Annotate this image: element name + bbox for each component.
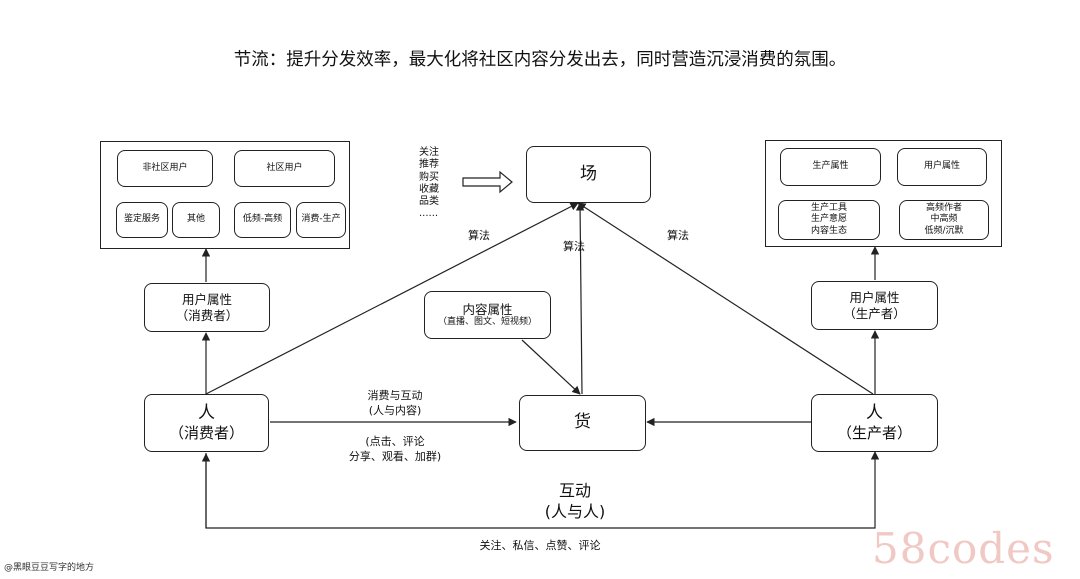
producer-role-label: （生产者） (836, 424, 912, 443)
low-silent-label: 低频/沉默 (924, 225, 964, 236)
low-high-frequency-node: 低频-高频 (234, 202, 291, 238)
chang-node: 场 (526, 146, 651, 203)
high-frequency-author-label: 高频作者 (925, 203, 962, 214)
appraisal-service-label: 鉴定服务 (123, 214, 160, 225)
content-attr-node: 内容属性 （直播、图文、短视频） (424, 291, 551, 339)
algo-label-right: 算法 (667, 229, 689, 242)
strategy-collect: 收藏 (419, 183, 439, 195)
content-attr-title: 内容属性 (462, 301, 513, 317)
production-details-node: 生产工具 生产意愿 内容生态 (778, 200, 880, 240)
content-attr-types: （直播、图文、短视频） (437, 317, 537, 328)
consumer-person-label: 人 (198, 403, 215, 423)
consume-actions-line2: 分享、观看、加群) (348, 450, 442, 463)
huo-label: 货 (574, 412, 591, 433)
consume-interact-sub-label: (人与内容) (368, 404, 422, 417)
producer-node: 人 （生产者） (811, 394, 938, 452)
consume-actions-line1: (点击、评论 (365, 435, 425, 448)
other-node: 其他 (172, 202, 220, 238)
strategy-more: ...... (419, 208, 439, 220)
algo-label-left: 算法 (468, 229, 490, 242)
user-details-node: 高频作者 中高频 低频/沉默 (899, 200, 989, 240)
consumer-role-label: （消费者） (168, 424, 244, 443)
page-title: 节流：提升分发效率，最大化将社区内容分发出去，同时营造沉浸消费的氛围。 (233, 50, 847, 70)
community-user-label: 社区用户 (266, 162, 303, 173)
interact-sub-label: (人与人) (544, 502, 606, 521)
user-attr-node: 用户属性 (897, 148, 987, 186)
social-actions-label: 关注、私信、点赞、评论 (479, 539, 601, 552)
producer-person-label: 人 (866, 403, 883, 423)
edge-huo-to-chang (575, 202, 585, 395)
mid-high-frequency-label: 中高频 (930, 214, 958, 225)
huo-node: 货 (519, 395, 646, 451)
watermark: 58codes (872, 524, 1055, 573)
production-will-label: 生产意愿 (810, 214, 847, 225)
user-attr-label: 用户属性 (923, 161, 960, 172)
algo-label-mid: 算法 (563, 240, 585, 253)
other-label: 其他 (186, 214, 205, 225)
consume-produce-label: 消费-生产 (301, 214, 341, 225)
interact-label: 互动 (558, 481, 591, 500)
non-community-user-node: 非社区用户 (117, 150, 213, 187)
production-attr-label: 生产属性 (812, 161, 849, 172)
community-user-node: 社区用户 (234, 150, 335, 187)
producer-attr-role: （生产者） (843, 305, 906, 321)
consumer-attr-role: （消费者） (175, 307, 239, 323)
strategy-list: 关注 推荐 购买 收藏 品类 ...... (419, 147, 457, 221)
edge-content-to-huo (521, 339, 581, 395)
consumer-attr-node: 用户属性 （消费者） (144, 283, 270, 332)
chang-label: 场 (580, 163, 597, 184)
consume-interact-label: 消费与互动 (367, 389, 423, 402)
credit-label: @黑眼豆豆写字的地方 (4, 563, 95, 573)
production-tool-label: 生产工具 (810, 203, 847, 214)
consumer-node: 人 （消费者） (144, 394, 269, 452)
strategy-follow: 关注 (419, 147, 439, 158)
consumer-attr-title: 用户属性 (181, 291, 232, 307)
content-ecology-label: 内容生态 (810, 225, 847, 236)
producer-attr-node: 用户属性 （生产者） (811, 281, 938, 330)
edge-producer-to-chang (577, 202, 874, 395)
consume-produce-node: 消费-生产 (296, 202, 346, 238)
appraisal-service-node: 鉴定服务 (116, 202, 168, 238)
low-high-frequency-label: 低频-高频 (242, 214, 283, 225)
strategy-category: 品类 (419, 196, 439, 208)
strategy-recommend: 推荐 (419, 159, 439, 171)
strategy-hollow-arrow (462, 170, 513, 194)
non-community-user-label: 非社区用户 (142, 162, 188, 173)
producer-attr-title: 用户属性 (849, 289, 900, 305)
production-attr-node: 生产属性 (780, 148, 881, 186)
strategy-purchase: 购买 (419, 171, 439, 183)
edge-consumer-to-chang (205, 202, 579, 395)
